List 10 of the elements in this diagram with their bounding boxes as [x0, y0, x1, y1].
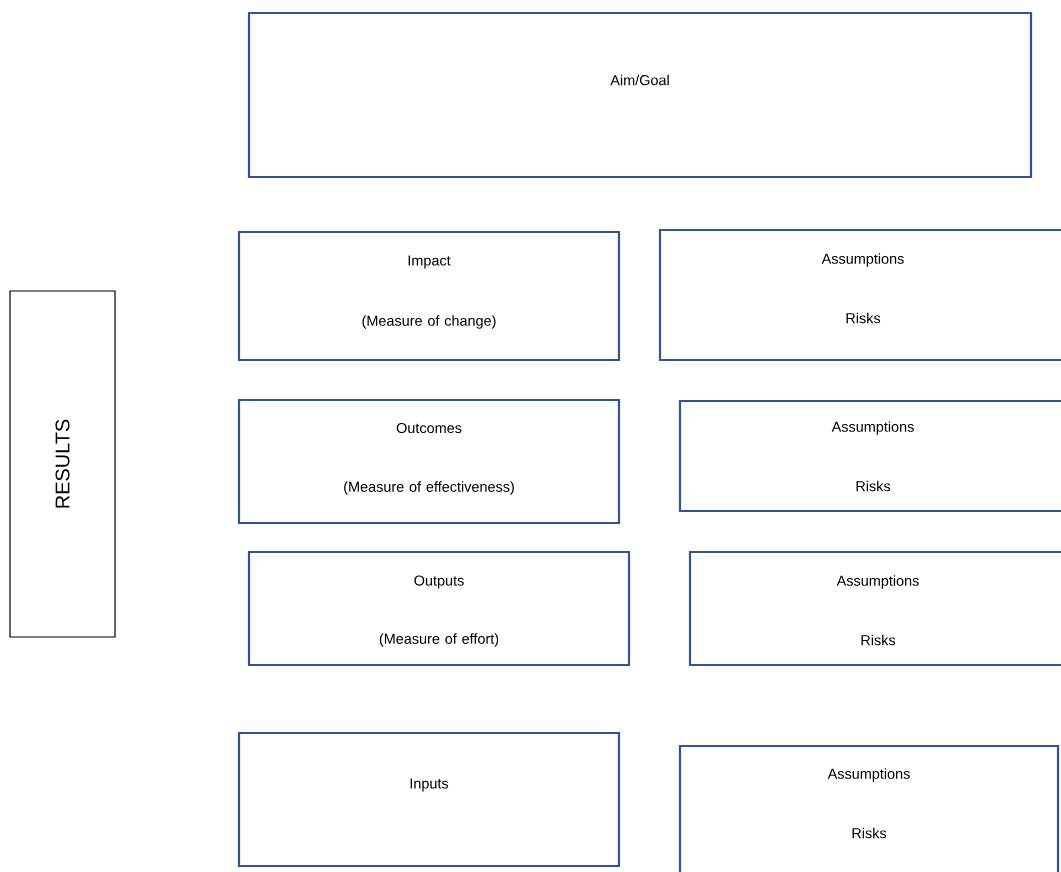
text-box: Impact (Measure of change): [237, 230, 621, 362]
text-box: Assumptions Risks: [658, 228, 1061, 362]
text-box: Outcomes (Measure of effectiveness): [237, 398, 621, 525]
text-box: Inputs: [237, 731, 621, 868]
text-box: Assumptions Risks: [678, 744, 1060, 872]
text-box: Aim/Goal: [247, 11, 1033, 179]
text-box: Assumptions Risks: [678, 399, 1061, 513]
text-box: Outputs (Measure of effort): [247, 550, 631, 667]
label-box: RESULTS: [9, 290, 116, 638]
text-box: Assumptions Risks: [688, 550, 1061, 667]
